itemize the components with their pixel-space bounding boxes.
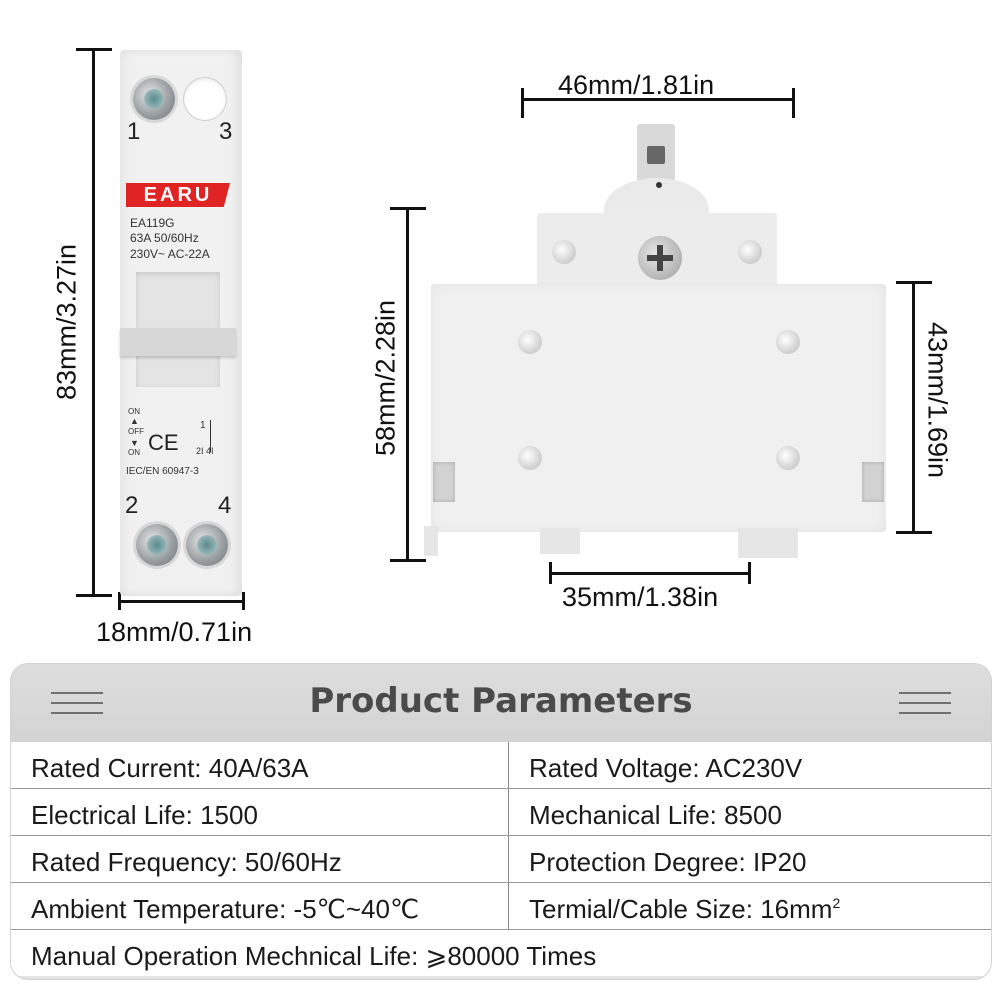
side-lever-knob <box>637 124 675 182</box>
off-label: OFF <box>128 427 144 436</box>
side-height-tick-bottom <box>390 559 426 562</box>
breaker-front-view: 1 3 EARU EA119G 63A 50/60Hz 230V~ AC-22A… <box>120 50 242 596</box>
param-electrical-life: Electrical Life: 1500 <box>11 789 509 835</box>
table-row: Rated Current: 40A/63A Rated Voltage: AC… <box>11 742 991 789</box>
parameters-table: Rated Current: 40A/63A Rated Voltage: AC… <box>11 742 991 976</box>
diagram-label-top: 1 <box>200 420 206 431</box>
arrow-down-icon: ▼ <box>130 438 139 448</box>
rail-width-tick-right <box>748 562 751 584</box>
on-label-bottom: ON <box>128 448 140 457</box>
side-height-dimension-line <box>406 208 409 560</box>
side-width-dimension-line <box>522 98 794 101</box>
rivet-icon <box>738 240 762 264</box>
rivet-icon <box>776 330 800 354</box>
switch-diagram-icon <box>210 420 211 452</box>
width-dimension-line <box>118 600 244 603</box>
rail-width-tick-left <box>549 562 552 584</box>
side-width-tick-left <box>521 88 524 118</box>
param-manual-operation-life: Manual Operation Mechnical Life: ⩾80000 … <box>31 941 597 971</box>
side-width-dimension-label: 46mm/1.81in <box>558 70 715 100</box>
param-cable-size: Termial/Cable Size: 16mm2 <box>509 883 991 929</box>
side-indicator-dot <box>656 182 662 188</box>
cross-screw-icon <box>638 236 682 280</box>
terminal-number-3: 3 <box>219 118 233 145</box>
ce-mark: CE <box>148 430 179 455</box>
rail-clip-right <box>738 528 798 558</box>
body-height-dimension-line <box>912 282 915 532</box>
model-label: EA119G <box>130 216 175 230</box>
width-dimension-tick-right <box>242 592 245 610</box>
rating-label: 63A 50/60Hz <box>130 231 199 245</box>
table-row: Electrical Life: 1500 Mechanical Life: 8… <box>11 789 991 836</box>
table-row: Rated Frequency: 50/60Hz Protection Degr… <box>11 836 991 883</box>
terminal-hole-3 <box>184 78 226 120</box>
parameters-panel: Product Parameters Rated Current: 40A/63… <box>10 663 992 980</box>
param-rated-voltage: Rated Voltage: AC230V <box>529 753 803 783</box>
side-slot-right <box>862 462 884 502</box>
table-row: Ambient Temperature: -5℃~40℃ Termial/Cab… <box>11 883 991 930</box>
height-dimension-tick-bottom <box>76 594 112 597</box>
width-dimension-label: 18mm/0.71in <box>96 617 253 647</box>
param-rated-frequency: Rated Frequency: 50/60Hz <box>11 836 509 882</box>
menu-lines-icon <box>51 692 103 714</box>
side-height-tick-top <box>390 207 426 210</box>
param-rated-current: Rated Current: 40A/63A <box>11 742 509 788</box>
side-width-tick-right <box>792 88 795 118</box>
rivet-icon <box>552 240 576 264</box>
parameters-title: Product Parameters <box>309 681 693 721</box>
height-dimension-tick-top <box>76 48 112 51</box>
param-protection-degree: Protection Degree: IP20 <box>529 847 807 877</box>
body-height-tick-bottom <box>896 531 932 534</box>
voltage-label: 230V~ AC-22A <box>130 247 210 261</box>
standard-label: IEC/EN 60947-3 <box>126 466 199 477</box>
rail-width-dimension-label: 35mm/1.38in <box>562 582 719 612</box>
brand-logo: EARU <box>126 183 230 207</box>
body-height-dimension-label: 43mm/1.69in <box>922 321 953 479</box>
diagram-label-bottom: 2I 4I <box>196 446 214 456</box>
arrow-up-icon: ▲ <box>130 416 139 426</box>
param-ambient-temperature: Ambient Temperature: -5℃~40℃ <box>11 883 509 929</box>
body-height-tick-top <box>896 281 932 284</box>
table-row: Manual Operation Mechnical Life: ⩾80000 … <box>11 930 991 976</box>
height-dimension-line <box>92 50 95 596</box>
switch-lever[interactable] <box>120 328 236 356</box>
rail-foot-left <box>424 526 438 556</box>
width-dimension-tick-left <box>118 592 121 610</box>
rail-width-dimension-line <box>550 572 750 575</box>
terminal-number-1: 1 <box>127 118 141 145</box>
terminal-number-4: 4 <box>218 492 232 519</box>
side-height-dimension-label: 58mm/2.28in <box>370 299 401 457</box>
param-cable-size-text: Termial/Cable Size: 16mm <box>529 894 833 924</box>
terminal-screw-4 <box>186 524 228 566</box>
terminal-number-2: 2 <box>125 492 139 519</box>
terminal-screw-1 <box>133 78 175 120</box>
param-cable-size-superscript: 2 <box>832 895 841 911</box>
rivet-icon <box>518 446 542 470</box>
height-dimension-label: 83mm/3.27in <box>51 243 82 401</box>
rail-clip-left <box>540 528 580 554</box>
side-main-body <box>431 284 886 532</box>
side-slot-left <box>433 462 455 502</box>
param-mechanical-life: Mechanical Life: 8500 <box>529 800 782 830</box>
terminal-screw-2 <box>136 524 178 566</box>
parameters-header: Product Parameters <box>11 664 991 742</box>
menu-lines-icon <box>899 692 951 714</box>
rivet-icon <box>518 330 542 354</box>
on-label: ON <box>128 407 140 416</box>
rivet-icon <box>776 446 800 470</box>
